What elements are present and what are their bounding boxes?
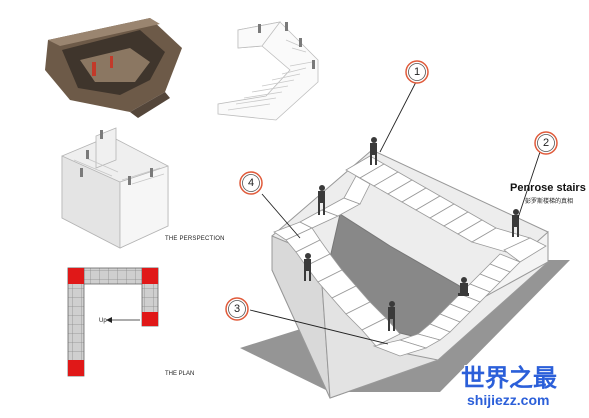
plan-up-label: Up [99,318,107,324]
callout-4: 4 [239,171,263,195]
perspective-sketch [61,127,169,249]
model-photo [45,18,182,118]
figure-3 [318,185,325,215]
callout-leaders [249,81,541,345]
watermark-url: shijiezz.com [467,392,550,408]
callout-2: 2 [534,131,558,155]
penrose-model [240,137,570,399]
callout-2-label: 2 [543,137,549,149]
callout-1-label: 1 [414,66,420,78]
diagram-title: Penrose stairs [510,182,586,194]
plan-landing-red-1 [68,268,84,284]
plan-landing-red-3 [142,312,158,326]
perspection-caption: THE PERSPECTION [165,236,225,242]
plan-view [67,267,159,377]
figure-1 [370,137,377,165]
callout-3-label: 3 [234,303,240,315]
diagram-subtitle-cn: 彭罗斯楼梯的真相 [525,199,574,205]
callout-4-label: 4 [248,177,254,189]
stair-sketch-top [217,21,319,121]
figure-6 [388,301,395,331]
figure-4 [304,253,311,281]
callout-3: 3 [225,297,249,321]
plan-caption: THE PLAN [165,371,195,377]
figure-5 [458,277,469,296]
watermark-logo-text: 世界之最 [461,364,557,392]
plan-landing-red-2 [142,268,158,284]
callout-1: 1 [405,60,429,84]
figure-2 [512,209,519,237]
plan-landing-red-4 [68,360,84,376]
